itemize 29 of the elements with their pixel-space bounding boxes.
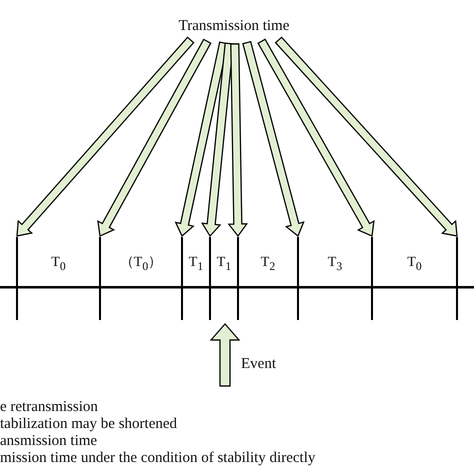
segment-label: T$_{2}$ <box>260 254 276 275</box>
tick-mark <box>209 237 211 320</box>
note-text: e retransmission <box>0 399 98 416</box>
tick-mark <box>237 237 239 320</box>
tick-mark <box>181 237 183 320</box>
segment-label: T$_{1}$ <box>216 254 232 275</box>
note-text: mission time under the condition of stability directly <box>0 450 316 467</box>
block-arrow <box>97 38 212 237</box>
tick-mark <box>99 237 101 320</box>
tick-mark <box>371 237 373 320</box>
block-arrow <box>257 38 375 237</box>
note-text: tabilization may be shortened <box>0 416 178 433</box>
segment-label: （T$_{0}$） <box>120 254 162 275</box>
tick-mark <box>16 237 18 320</box>
tick-mark <box>297 237 299 320</box>
block-arrow <box>274 36 458 237</box>
title-text: Transmission time <box>176 18 292 38</box>
block-arrow <box>228 43 248 237</box>
block-arrow <box>210 323 240 387</box>
segment-label: T$_{0}$ <box>407 254 422 275</box>
note-text: ansmission time <box>0 433 98 450</box>
segment-label: T$_{1}$ <box>188 254 204 275</box>
segment-label: T$_{3}$ <box>328 254 342 275</box>
segment-label: T$_{0}$ <box>51 254 66 275</box>
tick-mark <box>456 237 458 320</box>
block-arrow <box>242 40 305 237</box>
event-label: Event <box>241 356 276 373</box>
block-arrow <box>201 42 234 237</box>
block-arrow <box>16 36 194 237</box>
